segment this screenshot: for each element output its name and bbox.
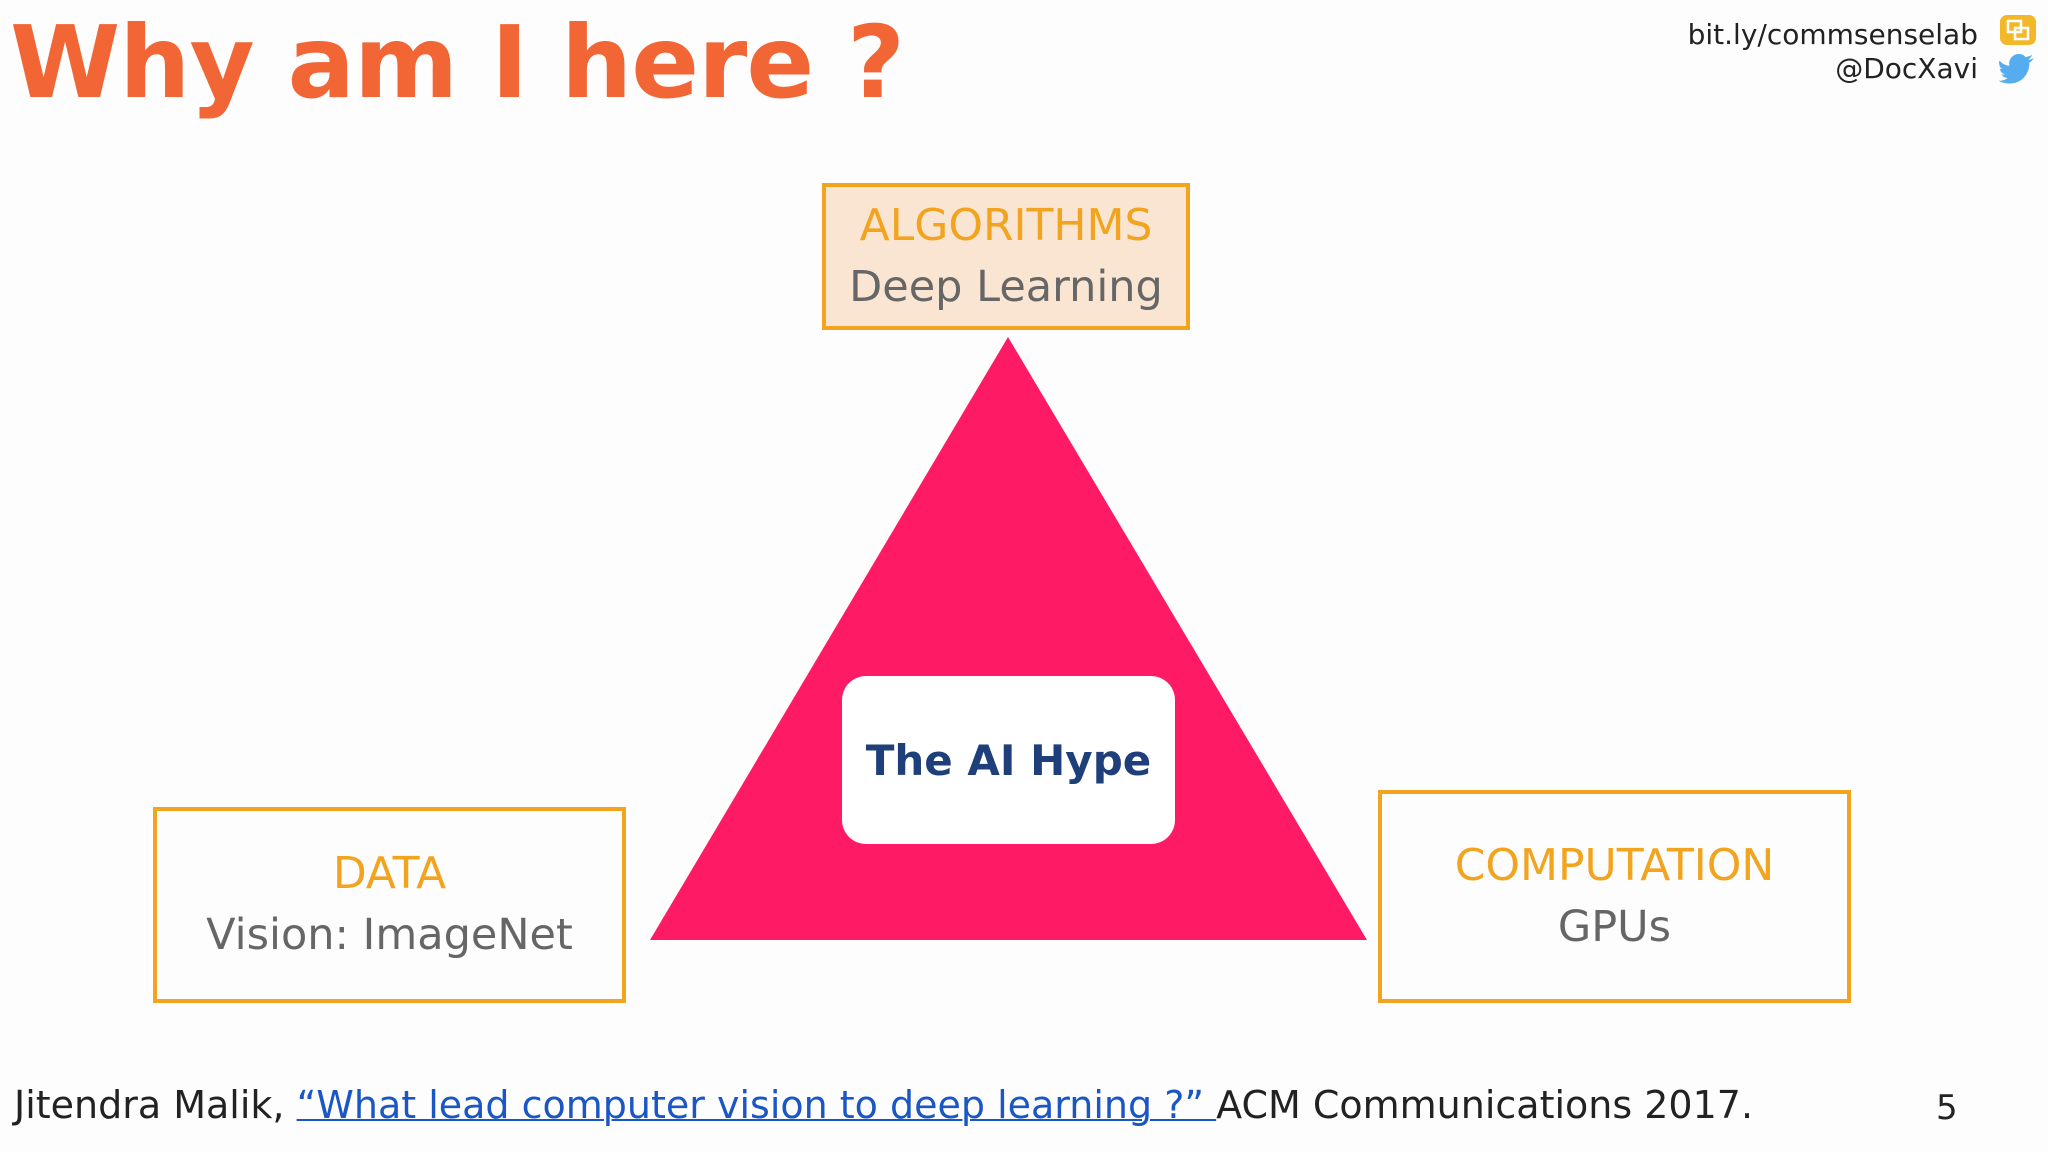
algorithms-subtitle: Deep Learning bbox=[849, 261, 1163, 312]
computation-subtitle: GPUs bbox=[1557, 901, 1672, 952]
algorithms-box: ALGORITHMS Deep Learning bbox=[822, 183, 1190, 330]
twitter-icon[interactable] bbox=[1998, 52, 2038, 84]
computation-box: COMPUTATION GPUs bbox=[1378, 790, 1851, 1003]
data-subtitle: Vision: ImageNet bbox=[206, 910, 573, 960]
ai-hype-label: The AI Hype bbox=[842, 676, 1175, 844]
algorithms-title: ALGORITHMS bbox=[859, 199, 1153, 251]
computation-title: COMPUTATION bbox=[1454, 839, 1775, 891]
citation-link[interactable]: “What lead computer vision to deep learn… bbox=[296, 1083, 1217, 1127]
page-number: 5 bbox=[1936, 1088, 1958, 1128]
ai-hype-triangle bbox=[650, 337, 1367, 940]
citation: Jitendra Malik, “What lead computer visi… bbox=[14, 1080, 1753, 1130]
data-title: DATA bbox=[332, 848, 447, 899]
slide-title: Why am I here ? bbox=[10, 4, 905, 121]
citation-author: Jitendra Malik, bbox=[14, 1083, 297, 1127]
data-box: DATA Vision: ImageNet bbox=[153, 807, 626, 1003]
blog-link[interactable]: bit.ly/commsenselab bbox=[1687, 18, 1978, 51]
blog-icon[interactable] bbox=[1998, 14, 2038, 46]
citation-venue: ACM Communications 2017. bbox=[1216, 1083, 1754, 1127]
twitter-handle[interactable]: @DocXavi bbox=[1835, 52, 1978, 85]
header-links: bit.ly/commsenselab @DocXavi bbox=[1688, 18, 1978, 86]
twitter-bird bbox=[1998, 54, 2034, 84]
